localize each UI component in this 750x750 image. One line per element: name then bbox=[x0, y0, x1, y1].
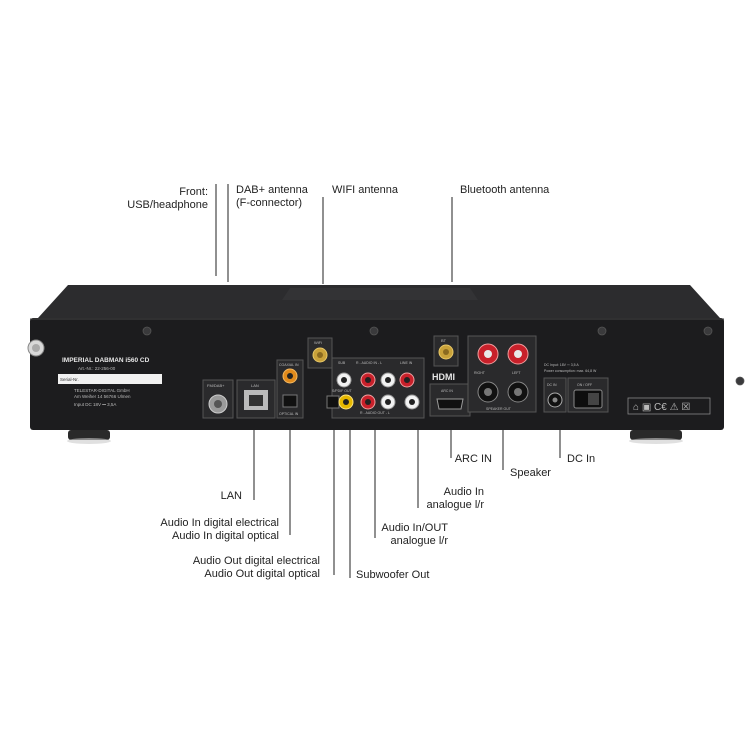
wifi-panel bbox=[307, 337, 333, 369]
sticker-serial bbox=[58, 374, 162, 384]
callout-wifi-antenna: WIFI antenna bbox=[332, 184, 399, 196]
callout-front-usb: Front: USB/headphone bbox=[127, 186, 208, 211]
sticker-bottom bbox=[58, 384, 162, 414]
label-audio-out: R - AUDIO OUT - L bbox=[360, 411, 390, 415]
sticker-address: Am Weiher 14 56766 Ulmen bbox=[74, 394, 131, 399]
label-fm-dab: FM/DAB+ bbox=[207, 383, 225, 388]
callout-audio-in-digital: Audio In digital electrical Audio In dig… bbox=[160, 517, 279, 542]
callout-dc-in: DC In bbox=[567, 453, 596, 465]
hdmi-port-icon bbox=[436, 398, 464, 410]
callout-speaker: Speaker bbox=[510, 467, 551, 479]
sticker-art: Art.-Nr.: 22-256-00 bbox=[78, 366, 116, 371]
rca-ports bbox=[326, 372, 420, 410]
callout-subwoofer-out: Subwoofer Out bbox=[356, 569, 430, 581]
label-hdmi: HDMI bbox=[432, 372, 455, 382]
label-line-in: LINE IN bbox=[400, 361, 413, 365]
top-vent bbox=[282, 288, 478, 300]
label-audio-in: R - AUDIO IN - L bbox=[356, 361, 382, 365]
callout-audio-in-analogue: Audio In analogue l/r bbox=[426, 486, 485, 511]
callout-audio-out-digital: Audio Out digital electrical Audio Out d… bbox=[192, 555, 320, 580]
sticker-serial-label: Serial-Nr. bbox=[60, 377, 79, 382]
label-right: RIGHT bbox=[474, 371, 486, 375]
label-power-consumption: Power consumption: max. 64,8 W bbox=[544, 369, 597, 373]
label-dc-in-port: DC IN bbox=[547, 383, 557, 387]
compliance-marks bbox=[627, 397, 711, 415]
callout-audio-in-out-analogue: Audio In/OUT analogue l/r bbox=[381, 522, 448, 547]
label-on-off: ON / OFF bbox=[577, 383, 592, 387]
label-left: LEFT bbox=[512, 371, 521, 375]
bt-panel bbox=[433, 335, 459, 367]
label-optical: OPTICAL IN bbox=[279, 412, 299, 416]
foot-right bbox=[630, 430, 682, 440]
label-speaker-out: SPEAKER OUT bbox=[486, 407, 512, 411]
compliance-icons: ⌂ ▣ C€ ⚠ ☒ bbox=[633, 402, 690, 413]
label-bt: BT bbox=[441, 338, 447, 343]
label-coaxial: COAXIAL IN bbox=[279, 363, 299, 367]
sticker-company: TELESTAR-DIGITAL GmbH bbox=[74, 388, 130, 393]
label-dc-input: DC Input: 18V ⎓ 3,5 A bbox=[544, 363, 579, 367]
label-lan-port: LAN bbox=[251, 383, 259, 388]
callout-arc-in: ARC IN bbox=[454, 453, 492, 465]
callout-bt-antenna: Bluetooth antenna bbox=[460, 184, 550, 196]
sticker-top bbox=[58, 352, 162, 374]
label-wifi: WiFi bbox=[314, 340, 322, 345]
sticker-model: IMPERIAL DABMAN i560 CD bbox=[62, 357, 150, 364]
label-spdif-out: S/PDIF OUT bbox=[332, 389, 353, 393]
chassis-top bbox=[38, 285, 720, 318]
speaker-terminals bbox=[477, 343, 529, 403]
callout-lan: LAN bbox=[220, 490, 242, 502]
label-sub: SUB bbox=[338, 361, 346, 365]
label-arc-in-port: ARC IN bbox=[441, 389, 453, 393]
screws bbox=[142, 326, 745, 386]
callout-dab-antenna: DAB+ antenna (F-connector) bbox=[236, 184, 308, 209]
optical-in-icon bbox=[282, 394, 298, 408]
sticker-power: Input DC 18V ⎓ 3,5A bbox=[74, 402, 116, 407]
foot-left bbox=[68, 430, 110, 440]
